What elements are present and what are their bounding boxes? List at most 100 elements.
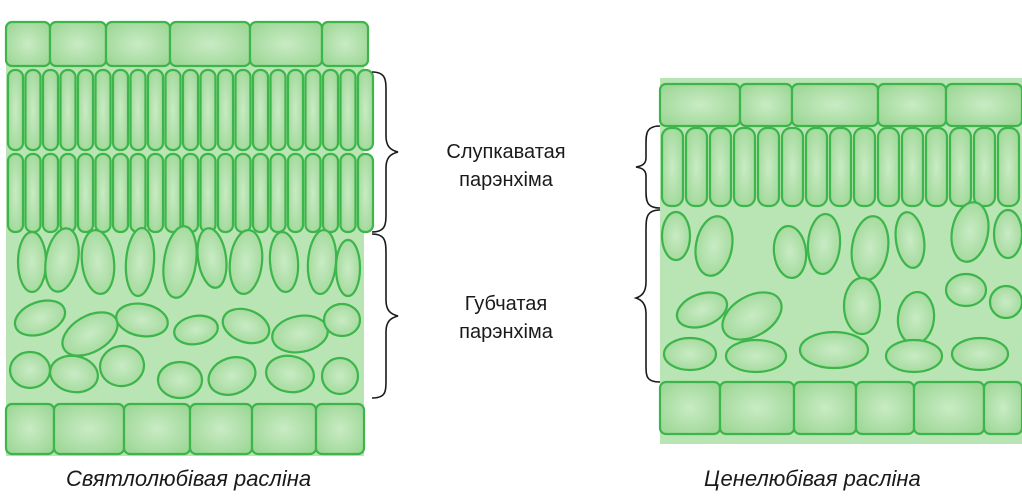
lower-epidermis-cell — [660, 382, 720, 434]
spongy-brace-left-panel — [372, 234, 398, 398]
upper-epidermis-cell — [322, 22, 368, 66]
palisade-cell — [253, 154, 268, 232]
palisade-cell — [358, 154, 373, 232]
lower-epidermis-cell — [124, 404, 190, 454]
palisade-cell — [758, 128, 779, 206]
spongy-cell — [946, 274, 986, 306]
palisade-cell — [26, 70, 41, 150]
upper-epidermis-cell — [946, 84, 1022, 126]
palisade-cell — [148, 154, 163, 232]
upper-epidermis-cell — [878, 84, 946, 126]
palisade-parenchyma-label: Слупкаватая парэнхіма — [416, 138, 596, 194]
palisade-cell — [974, 128, 995, 206]
spongy-cell — [662, 212, 690, 260]
lower-epidermis-cell — [190, 404, 252, 454]
spongy-label-line1: Губчатая — [416, 290, 596, 318]
upper-epidermis-cell — [106, 22, 170, 66]
spongy-parenchyma-label: Губчатая парэнхіма — [416, 290, 596, 346]
lower-epidermis-cell — [794, 382, 856, 434]
lower-epidermis-cell — [6, 404, 54, 454]
upper-epidermis-cell — [792, 84, 878, 126]
palisade-cell — [148, 70, 163, 150]
spongy-cell — [886, 340, 942, 372]
spongy-cell — [322, 358, 358, 394]
palisade-cell — [253, 70, 268, 150]
palisade-cell — [950, 128, 971, 206]
palisade-cell — [358, 70, 373, 150]
shade-plant-caption: Ценелюбівая расліна — [704, 466, 921, 492]
palisade-cell — [218, 154, 233, 232]
spongy-cell — [336, 240, 360, 296]
spongy-cell — [844, 278, 880, 334]
spongy-cell — [324, 304, 360, 336]
palisade-cell — [43, 154, 58, 232]
spongy-cell — [18, 232, 46, 292]
palisade-label-line1: Слупкаватая — [416, 138, 596, 166]
spongy-cell — [726, 340, 786, 372]
upper-epidermis-cell — [6, 22, 50, 66]
palisade-cell — [236, 70, 251, 150]
sun-plant-leaf-section — [6, 22, 373, 456]
lower-epidermis-cell — [720, 382, 794, 434]
upper-epidermis-cell — [250, 22, 322, 66]
palisade-cell — [96, 70, 111, 150]
palisade-cell — [341, 70, 356, 150]
palisade-cell — [218, 70, 233, 150]
palisade-cell — [166, 70, 181, 150]
palisade-cell — [341, 154, 356, 232]
lower-epidermis-cell — [252, 404, 316, 454]
lower-epidermis-cell — [54, 404, 124, 454]
palisade-cell — [96, 154, 111, 232]
upper-epidermis-cell — [170, 22, 250, 66]
palisade-cell — [131, 154, 146, 232]
palisade-cell — [113, 70, 128, 150]
palisade-cell — [183, 70, 198, 150]
spongy-brace-right-panel — [636, 210, 660, 382]
spongy-cell — [158, 362, 202, 398]
palisade-cell — [61, 154, 76, 232]
palisade-cell — [288, 70, 303, 150]
palisade-cell — [306, 70, 321, 150]
upper-epidermis-cell — [50, 22, 106, 66]
palisade-cell — [43, 70, 58, 150]
spongy-cell — [664, 338, 716, 370]
palisade-cell — [201, 70, 216, 150]
palisade-cell — [782, 128, 803, 206]
palisade-cell — [61, 70, 76, 150]
palisade-cell — [734, 128, 755, 206]
spongy-cell — [994, 210, 1022, 258]
palisade-cell — [78, 154, 93, 232]
palisade-cell — [306, 154, 321, 232]
palisade-cell — [8, 154, 23, 232]
palisade-cell — [131, 70, 146, 150]
palisade-cell — [113, 154, 128, 232]
lower-epidermis-cell — [316, 404, 364, 454]
spongy-label-line2: парэнхіма — [416, 318, 596, 346]
palisade-cell — [288, 154, 303, 232]
palisade-cell — [662, 128, 683, 206]
palisade-cell — [8, 70, 23, 150]
palisade-cell — [323, 154, 338, 232]
palisade-cell — [236, 154, 251, 232]
palisade-cell — [926, 128, 947, 206]
palisade-brace-left-panel — [372, 72, 398, 232]
spongy-cell — [952, 338, 1008, 370]
palisade-cell — [78, 70, 93, 150]
palisade-cell — [854, 128, 875, 206]
sun-plant-caption: Святлолюбівая расліна — [66, 466, 311, 492]
shade-plant-leaf-section — [660, 78, 1022, 444]
upper-epidermis-cell — [740, 84, 792, 126]
palisade-cell — [902, 128, 923, 206]
palisade-cell — [271, 70, 286, 150]
palisade-cell — [201, 154, 216, 232]
palisade-cell — [183, 154, 198, 232]
palisade-brace-right-panel — [636, 126, 660, 208]
spongy-cell — [990, 286, 1022, 318]
palisade-cell — [830, 128, 851, 206]
upper-epidermis-cell — [660, 84, 740, 126]
spongy-cell — [10, 352, 50, 388]
palisade-cell — [166, 154, 181, 232]
palisade-cell — [878, 128, 899, 206]
lower-epidermis-cell — [914, 382, 984, 434]
